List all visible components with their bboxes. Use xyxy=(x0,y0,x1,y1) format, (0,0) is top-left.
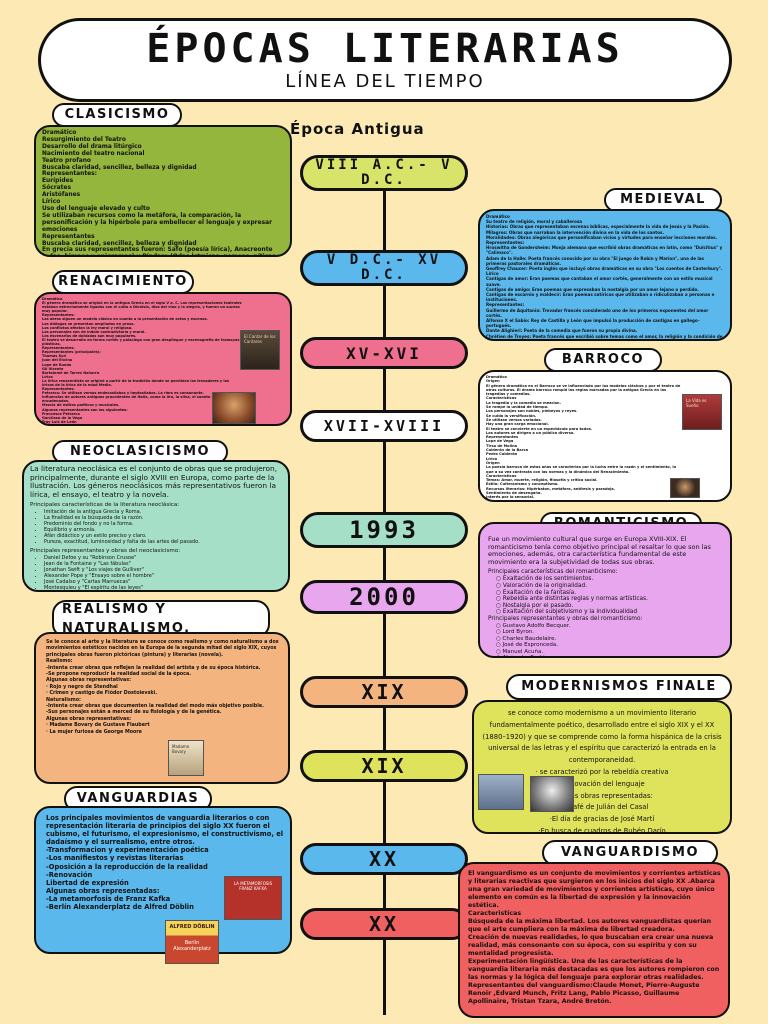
painting-image xyxy=(212,392,256,424)
section-label-clasicismo: CLASICISMO xyxy=(52,103,182,127)
list-item: ○ Exaltación de los sentimientos. xyxy=(496,576,594,583)
romanticismo-list-title: Principales características del romantic… xyxy=(488,569,618,576)
panel-text: Dramático Resurgimiento del Teatro Desar… xyxy=(42,130,281,255)
list-item: ○ Gustavo Adolfo Becquer. xyxy=(496,622,571,629)
romanticismo-works: ○ Gustavo Adolfo Becquer.○ Lord Byron.○ … xyxy=(488,622,724,658)
timeline-pill: VIII A.C.- V D.C. xyxy=(300,155,468,191)
portrait-image xyxy=(670,478,700,498)
list-item: ○ José de Espronceda. xyxy=(496,642,558,649)
list-item: ○ Exaltación del subjetivismo y la indiv… xyxy=(496,609,638,616)
list-item: Jean de la Fontaine y "Las fábulas" xyxy=(44,561,282,567)
title-banner: ÉPOCAS LITERARIAS LÍNEA DEL TIEMPO xyxy=(38,18,732,102)
list-item: Alexander Pope y "Ensayo sobre el hombre… xyxy=(44,573,282,579)
panel-text: El vanguardismo es un conjunto de movimi… xyxy=(468,870,721,1005)
section-label-renacimiento: RENACIMIENTO xyxy=(52,270,194,294)
panel-vanguardias: Los principales movimientos de vanguardi… xyxy=(34,806,292,954)
book-cover-title: LA METAMORFOSIS xyxy=(233,881,273,886)
list-item: ○ Charles Baudelaire. xyxy=(496,635,557,642)
page-subtitle: LÍNEA DEL TIEMPO xyxy=(285,71,485,92)
list-item: La finalidad es la búsqueda de la razón. xyxy=(44,515,282,521)
book-cover-image: Madame Bovary xyxy=(168,740,204,776)
panel-barroco: Dramático Origen El género dramático en … xyxy=(478,370,732,502)
list-item: ○ Nostalgia por el pasado. xyxy=(496,602,574,609)
panel-vanguardismo: El vanguardismo es un conjunto de movimi… xyxy=(458,862,730,1018)
book-cover-title: El Cantar de los Cantares xyxy=(244,334,276,344)
romanticismo-intro: Fue un movimiento cultural que surge en … xyxy=(488,535,711,566)
timeline-pill: XIX xyxy=(300,676,468,708)
book-cover-title: Madame Bovary xyxy=(172,744,190,754)
book-cover-author: FRANZ KAFKA xyxy=(239,886,267,891)
list-item: ○ Exaltación de la fantasía. xyxy=(496,589,577,596)
list-item: ○ Rebeldía ante distintas reglas y norma… xyxy=(496,596,648,603)
neoclasicismo-list-title: Principales características de la litera… xyxy=(30,502,180,508)
timeline-pill: XV-XVI xyxy=(300,337,468,369)
list-item: ○ Manuel Acuña. xyxy=(496,648,544,655)
romanticismo-list: ○ Exaltación de los sentimientos.○ Valor… xyxy=(488,576,724,616)
list-item: Jonathan Swift y "Los viajes de Gulliver… xyxy=(44,567,282,573)
book-cover-title: Berlín Alexanderplatz xyxy=(173,940,211,952)
portrait-image xyxy=(530,776,574,812)
list-item: Equilibrio y armonía. xyxy=(44,527,282,533)
romanticismo-works-title: Principales representantes y obras del r… xyxy=(488,615,643,622)
book-cover-image: LA METAMORFOSIS FRANZ KAFKA xyxy=(224,876,282,920)
timeline-pill: 1993 xyxy=(300,512,468,548)
timeline-pill: XVII-XVIII xyxy=(300,410,468,442)
panel-medieval: Dramático Su teatro de religión, moral y… xyxy=(478,209,732,341)
panel-text: Dramático Origen El género dramático en … xyxy=(486,375,681,502)
panel-romanticismo: Fue un movimiento cultural que surge en … xyxy=(478,522,732,658)
page-title: ÉPOCAS LITERARIAS xyxy=(146,26,624,72)
neoclasicismo-works: Daniel Defoe y su "Robinson Crusoe"Jean … xyxy=(30,555,282,592)
book-cover-image xyxy=(478,774,524,810)
timeline-pill: XX xyxy=(300,843,468,875)
timeline-pill: V D.C.- XV D.C. xyxy=(300,250,468,286)
list-item: Afán didáctico y un estilo preciso y cla… xyxy=(44,533,282,539)
list-item: Imitación de la antigua Grecia y Roma. xyxy=(44,509,282,515)
section-label-barroco: BARROCO xyxy=(544,348,662,372)
panel-clasicismo: Dramático Resurgimiento del Teatro Desar… xyxy=(34,125,292,257)
section-label-modernismos: MODERNISMOS FINALE xyxy=(506,674,732,700)
list-item: ○ Lord Byron. xyxy=(496,629,535,636)
list-item: Pureza, exactitud, luminosidad y falta d… xyxy=(44,539,282,545)
panel-text: Se le conoce al arte y la literatura se … xyxy=(46,640,279,735)
list-item: Daniel Defoe y su "Robinson Crusoe" xyxy=(44,555,282,561)
book-cover-image: La Vida es Sueño xyxy=(682,394,722,430)
panel-text: Los principales movimientos de vanguardi… xyxy=(46,814,284,912)
list-item: Voltaire y "La muerte de César" xyxy=(44,591,282,592)
neoclasicismo-list: Imitación de la antigua Grecia y Roma.La… xyxy=(30,509,282,545)
neoclasicismo-works-title: Principales representantes y obras del n… xyxy=(30,548,181,554)
list-item: ○ Valoración de la originalidad. xyxy=(496,582,588,589)
book-cover-title: La Vida es Sueño xyxy=(686,398,707,408)
section-label-realismo: REALISMO Y NATURALISMO. xyxy=(52,600,270,638)
era-heading: Época Antigua xyxy=(290,120,425,138)
neoclasicismo-intro: La literatura neoclásica es el conjunto … xyxy=(30,464,278,499)
panel-realismo: Se le conoce al arte y la literatura se … xyxy=(34,632,290,784)
panel-text: se conoce como modernismo a un movimient… xyxy=(482,709,722,834)
list-item: José Cadalso y "Cartas Marruecas" xyxy=(44,579,282,585)
timeline-pill: XIX xyxy=(300,750,468,782)
book-cover-author: ALFRED DÖBLIN xyxy=(169,924,215,930)
book-cover-image: ALFRED DÖBLIN Berlín Alexanderplatz xyxy=(165,920,219,964)
panel-modernismos: se conoce como modernismo a un movimient… xyxy=(472,700,732,834)
list-item: Montesquieu y "El espíritu de las leyes" xyxy=(44,585,282,590)
panel-text: Dramático El género dramático se originó… xyxy=(42,297,242,426)
list-item: ○ Alejandro Puskin. xyxy=(496,654,550,658)
panel-neoclasicismo: La literatura neoclásica es el conjunto … xyxy=(22,460,290,592)
panel-text: Dramático Su teatro de religión, moral y… xyxy=(486,214,723,339)
list-item: Predominio del fondo y no la forma. xyxy=(44,521,282,527)
timeline-pill: XX xyxy=(300,908,468,940)
book-cover-image: El Cantar de los Cantares xyxy=(240,330,280,370)
timeline-pill: 2000 xyxy=(300,580,468,614)
